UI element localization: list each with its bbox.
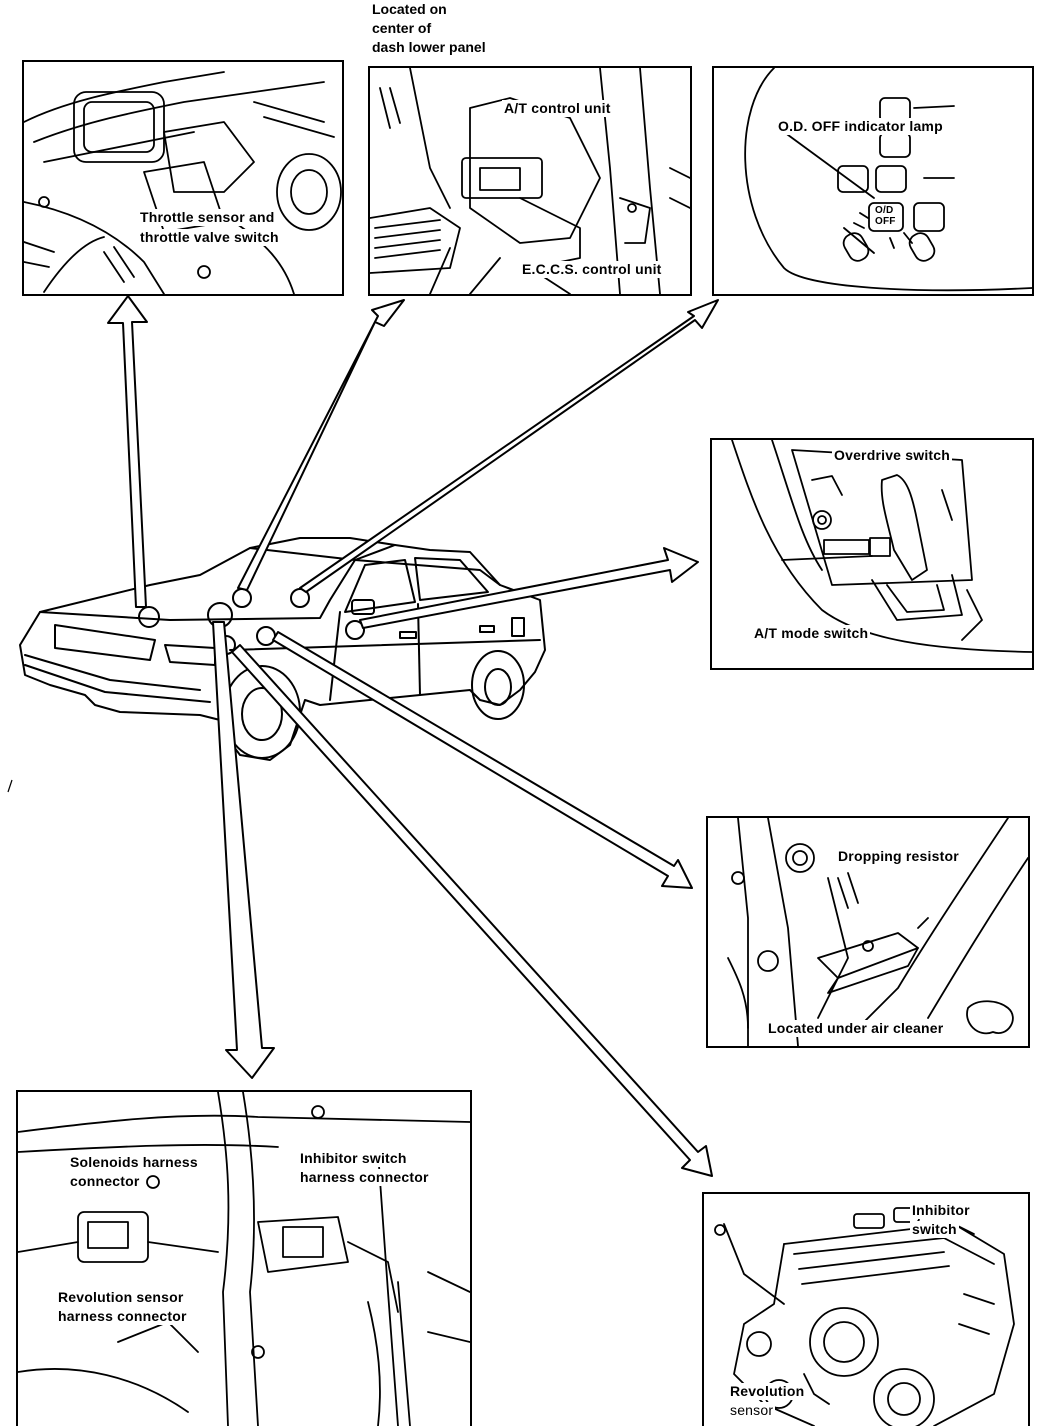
revolution-harness-label-1: Revolution sensor (56, 1289, 186, 1306)
harness-connectors-panel: Solenoids harness connector Inhibitor sw… (16, 1090, 472, 1426)
inhibitor-switch-label-1: Inhibitor (910, 1202, 972, 1219)
overdrive-switch-label: Overdrive switch (832, 447, 953, 464)
location-circle-shifter (345, 620, 365, 640)
transmission-panel: Inhibitor switch Revolution sensor (702, 1192, 1030, 1426)
revolution-sensor-label-1: Revolution (728, 1383, 807, 1400)
inhibitor-harness-label-1: Inhibitor switch (298, 1150, 409, 1167)
inhibitor-switch-label-2: switch (910, 1221, 959, 1238)
car-roofline (354, 559, 501, 586)
air-cleaner-location-label: Located under air cleaner (766, 1020, 946, 1037)
car-grille (54, 624, 156, 661)
at-control-unit-label: A/T control unit (502, 100, 613, 117)
arrow-to-harness (212, 621, 275, 1079)
arrow-to-transmission (231, 644, 713, 1177)
harness-illustration (18, 1092, 470, 1426)
car-headlight (164, 644, 216, 666)
rear-wheel (471, 650, 525, 720)
door-handle-front (399, 631, 417, 639)
revolution-sensor-label-2: sensor (728, 1402, 776, 1419)
od-lamp-text-1: O/D (875, 205, 894, 216)
arrow-to-shifter (359, 547, 699, 629)
car-door-line (329, 611, 341, 701)
dash-control-units-panel: A/T control unit E.C.C.S. control unit (368, 66, 692, 296)
car-windshield (249, 544, 396, 561)
caption-line-2: center of (372, 20, 432, 36)
car-front-window (344, 559, 416, 613)
car-rear-window (414, 557, 489, 601)
dropping-resistor-panel: Dropping resistor Located under air clea… (706, 816, 1030, 1048)
dropping-resistor-label: Dropping resistor (836, 848, 961, 865)
car-bumper (24, 654, 201, 691)
throttle-sensor-panel: Throttle sensor and throttle valve switc… (22, 60, 344, 296)
caption-line-3: dash lower panel (372, 39, 486, 55)
caption-line-1: Located on (372, 1, 447, 17)
location-circle-throttle (138, 606, 160, 628)
rear-side-marker (511, 617, 525, 637)
car-hood (39, 559, 356, 621)
side-mirror (351, 599, 375, 615)
arrow-to-resistor (272, 631, 693, 889)
arrow-to-dash (237, 299, 405, 591)
engine-bay-illustration (24, 71, 342, 294)
od-off-indicator-panel: O.D. OFF indicator lamp O/D OFF (712, 66, 1034, 296)
instrument-cluster-illustration (744, 68, 1032, 292)
at-mode-switch-label: A/T mode switch (752, 625, 871, 642)
resistor-illustration (727, 818, 1028, 1046)
od-lamp-text-2: OFF (875, 216, 896, 227)
location-circle-resistor (256, 626, 276, 646)
shifter-console-panel: Overdrive switch A/T mode switch (710, 438, 1034, 670)
car-body (19, 537, 546, 761)
car-door-line-2 (417, 603, 421, 696)
car-side-line (229, 639, 541, 651)
arrow-to-throttle (107, 295, 148, 608)
solenoids-harness-label-1: Solenoids harness (68, 1154, 200, 1171)
inhibitor-harness-label-2: harness connector (298, 1169, 431, 1186)
od-off-lamp-label: O.D. OFF indicator lamp (776, 118, 945, 135)
location-circle-dash (232, 588, 252, 608)
arrow-to-od-lamp (299, 299, 719, 593)
rear-wheel-hub (484, 668, 512, 706)
solenoids-harness-label-2: connector (68, 1173, 142, 1190)
throttle-label-line-2: throttle valve switch (138, 229, 281, 246)
front-wheel-hub (241, 687, 283, 741)
eccs-control-unit-label: E.C.C.S. control unit (520, 261, 664, 278)
throttle-label-line-1: Throttle sensor and (138, 209, 277, 226)
door-handle-rear (479, 625, 495, 633)
dash-location-caption: Located on center of dash lower panel (372, 0, 486, 57)
revolution-harness-label-2: harness connector (56, 1308, 189, 1325)
car-bumper-2 (24, 664, 211, 703)
